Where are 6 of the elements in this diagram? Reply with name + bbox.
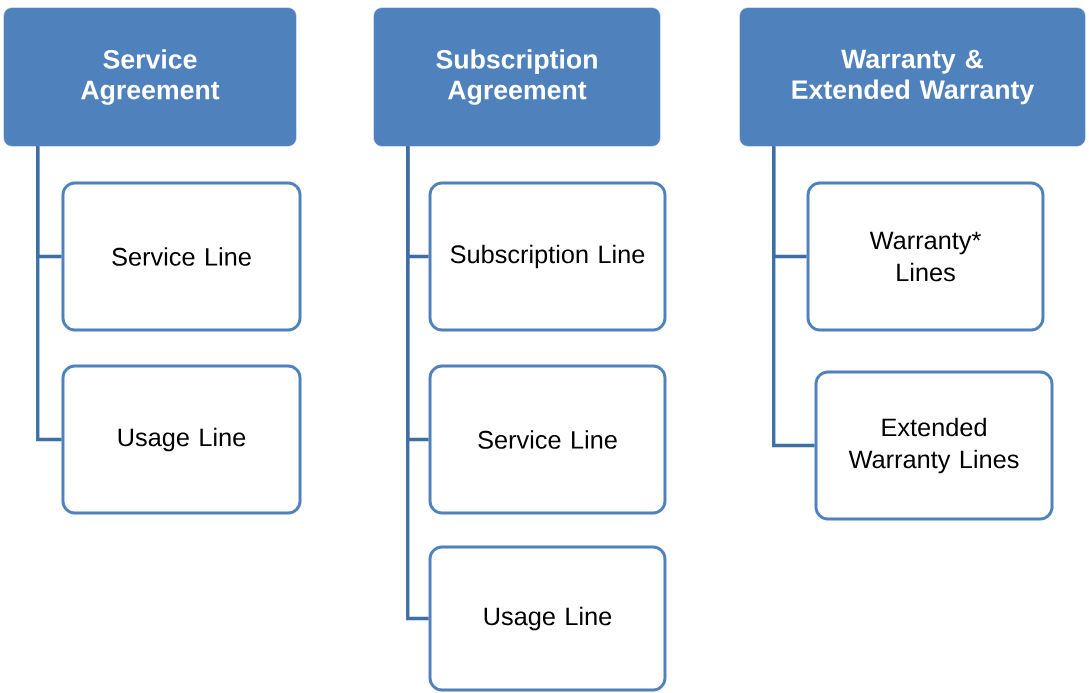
connector-line xyxy=(36,146,62,442)
header-box: Warranty & Extended Warranty xyxy=(739,7,1086,147)
header-box: Service Agreement xyxy=(3,7,297,147)
connector-line xyxy=(772,146,815,448)
header-box: Subscription Agreement xyxy=(373,7,661,147)
connector-line xyxy=(406,146,429,621)
